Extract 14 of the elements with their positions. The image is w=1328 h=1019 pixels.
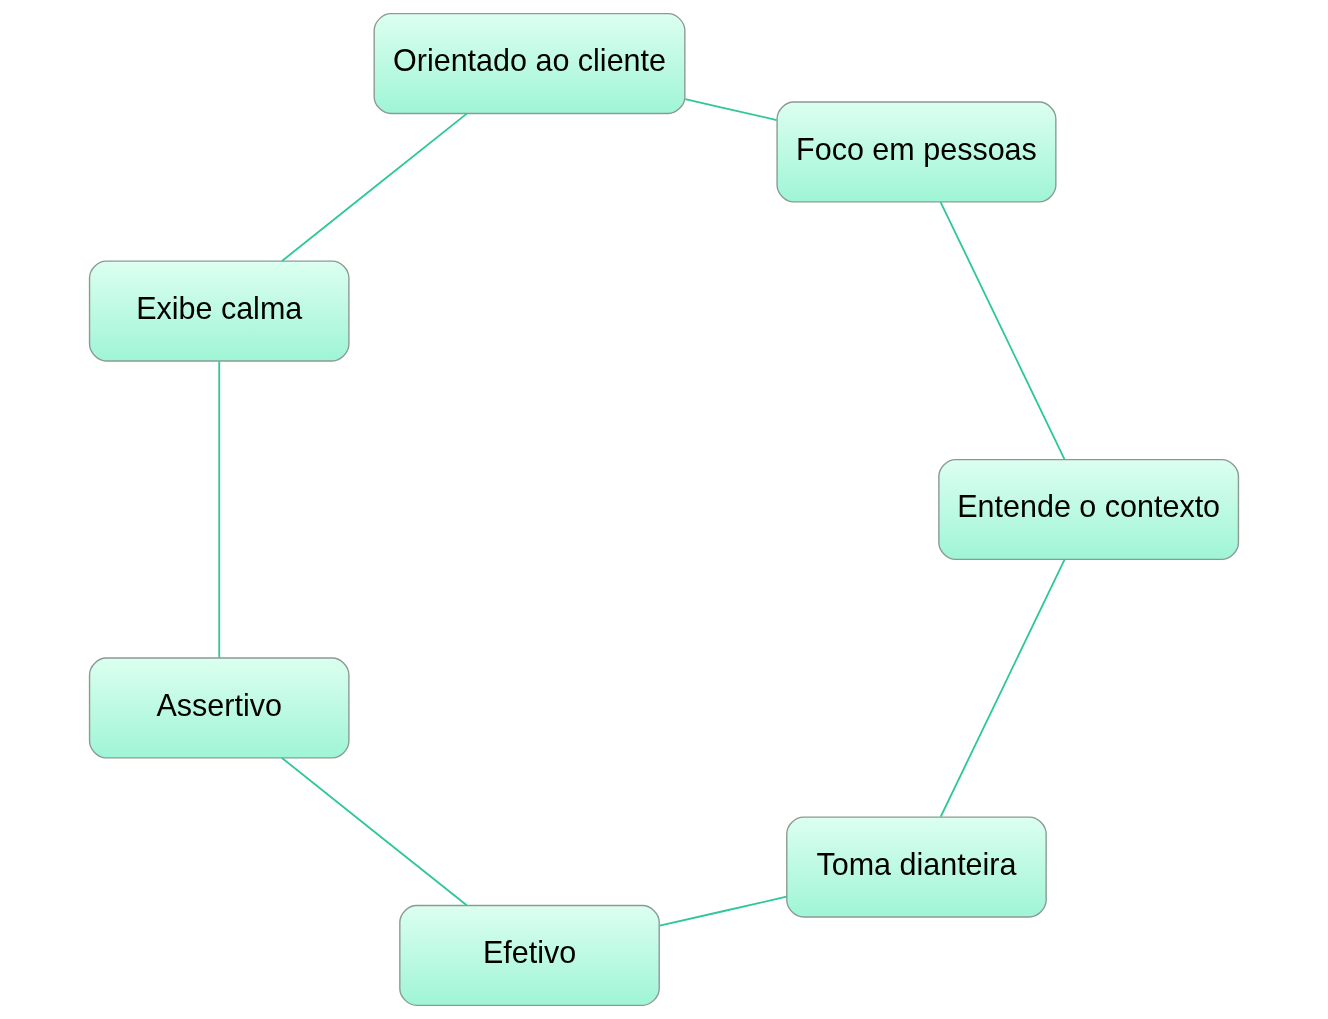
node-box: Foco em pessoas — [776, 101, 1057, 203]
connector — [281, 112, 468, 262]
connector — [939, 201, 1066, 461]
connector — [658, 895, 788, 927]
node-box: Efetivo — [399, 904, 660, 1007]
node-box: Entende o contexto — [938, 458, 1240, 561]
connector — [281, 757, 468, 907]
node-box: Assertivo — [88, 657, 350, 759]
connector — [684, 98, 778, 121]
node-box: Exibe calma — [88, 260, 350, 362]
connector — [218, 360, 221, 659]
node-box: Toma dianteira — [786, 816, 1047, 918]
node-box: Orientado ao cliente — [373, 12, 686, 115]
connector — [939, 558, 1066, 818]
